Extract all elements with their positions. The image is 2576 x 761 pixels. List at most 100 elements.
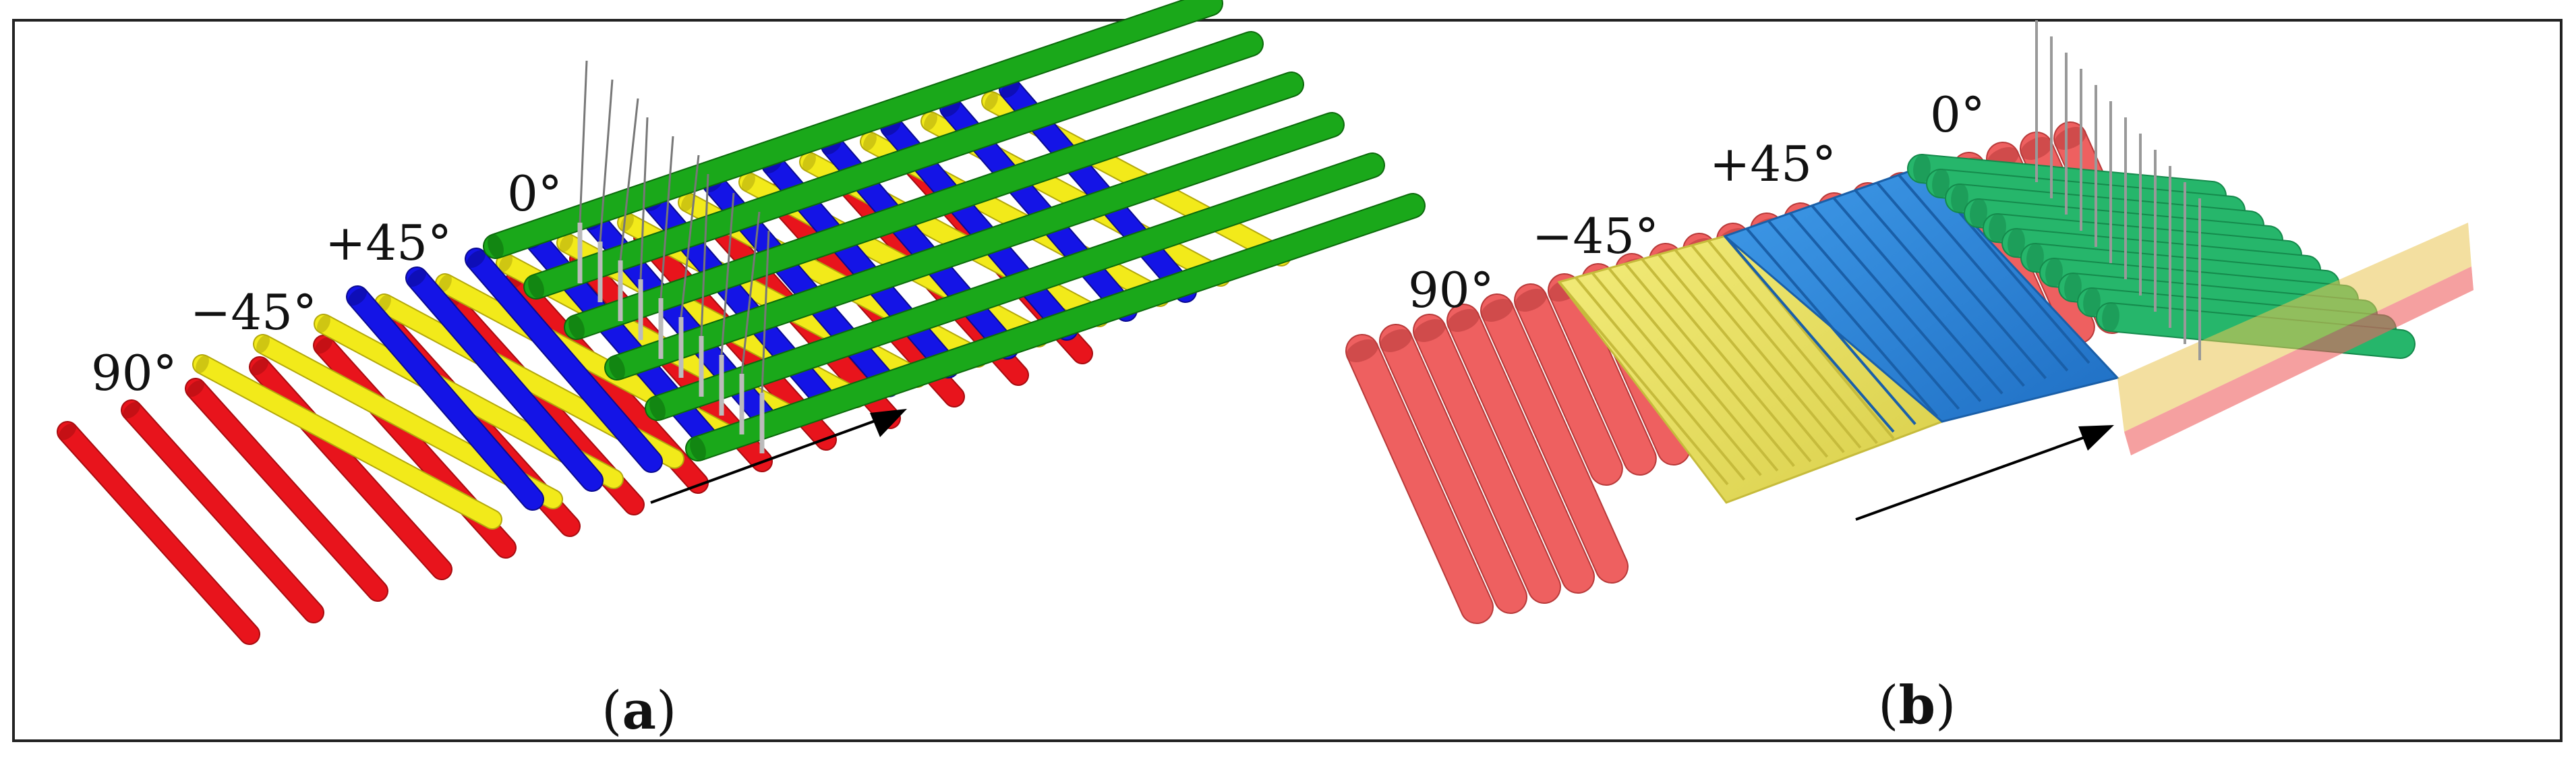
- panel-a-label-plus45: +45°: [325, 215, 452, 271]
- ply-minus45-fiber-11-end: [863, 132, 877, 151]
- ply-0-fiber-0-end: [1913, 154, 1931, 184]
- ply-90-fiber-1-end: [123, 401, 140, 419]
- plus45-stripe-3: [1789, 212, 1960, 410]
- ply-minus45-fiber-2-end: [317, 314, 330, 333]
- ply-0-fiber-1-end: [528, 274, 544, 300]
- panel-a-caption-letter: a: [622, 680, 656, 741]
- ply-90-fiber-4-body: [1482, 295, 1627, 582]
- minus45-stripe-2: [1591, 272, 1762, 476]
- ply-plus45-fiber-0-end: [348, 287, 367, 306]
- needle-1: [599, 79, 614, 242]
- ply-0-fiber-4: [645, 152, 1385, 421]
- ply-minus45-fiber-0-end: [196, 355, 209, 374]
- panel-b-ply-minus45: [1557, 235, 1944, 504]
- panel-a-open-lattice: [57, 0, 1426, 645]
- panel-b-arrowhead: [2078, 425, 2114, 451]
- ply-0-fiber-2: [564, 72, 1304, 340]
- ply-plus45-fiber-1: [405, 266, 604, 492]
- panel-a-label-0: 0°: [507, 165, 562, 222]
- ply-90-fiber-2-end: [1413, 319, 1446, 342]
- panel-b-caption-letter: b: [1898, 675, 1935, 736]
- panel-a-direction-arrow: [650, 411, 900, 504]
- ply-90-fiber-0-body: [1347, 335, 1492, 623]
- ply-90-fiber-1-body: [1380, 325, 1526, 613]
- minus45-stripe-4: [1624, 262, 1795, 468]
- needle-6: [700, 173, 709, 337]
- plus45-stripe-0: [1724, 235, 1895, 433]
- panel-a-label-90: 90°: [91, 345, 177, 401]
- ply-minus45-fiber-0-body: [194, 356, 501, 528]
- minus45-stripe-9: [1707, 239, 1878, 445]
- plus45-stripe-4: [1811, 204, 1982, 402]
- minus45-stripe-1: [1575, 276, 1746, 481]
- ply-0-fiber-7-end: [2045, 258, 2063, 287]
- ply-minus45-fiber-10-end: [802, 152, 816, 171]
- plus45-stripe-7: [1876, 181, 2047, 379]
- ply-minus45-fiber-8-end: [681, 193, 695, 212]
- ply-0-fiber-3: [604, 112, 1345, 380]
- plus45-stripe-5: [1832, 197, 2003, 395]
- ply-plus45-fiber-1-body: [407, 268, 602, 490]
- ply-0-fiber-6-end: [2026, 243, 2044, 273]
- ply-90-fiber-0: [57, 421, 260, 645]
- panel-b-label-minus45: −45°: [1532, 208, 1659, 264]
- ply-0-fiber-1-end: [1932, 169, 1950, 198]
- ply-0-fiber-0-end: [488, 233, 504, 259]
- ply-90-fiber-6-body: [1549, 275, 1656, 474]
- ply-0-fiber-3-end: [609, 355, 625, 380]
- panel-b-label-0: 0°: [1930, 86, 1985, 143]
- ply-90-fiber-4: [1480, 293, 1629, 584]
- ply-0-fiber-5: [685, 193, 1426, 461]
- ply-0-fiber-3-body: [606, 113, 1343, 379]
- ply-90-fiber-5-body: [1515, 285, 1622, 484]
- ply-minus45-fiber-13-end: [985, 92, 998, 111]
- minus45-stripe-8: [1691, 244, 1862, 449]
- ply-minus45-fiber-4-end: [438, 274, 452, 293]
- ply-0-fiber-2-end: [568, 314, 585, 340]
- ply-plus45-fiber-1-end: [407, 269, 426, 287]
- ply-0-fiber-5-end: [2008, 228, 2025, 258]
- svg-text:(a): (a): [602, 680, 676, 741]
- needle-4: [660, 136, 674, 299]
- minus45-stripe-0: [1558, 281, 1729, 486]
- panel-b-caption: (b): [1878, 675, 1956, 736]
- ply-90-fiber-4-end: [1481, 299, 1513, 322]
- plus45-stripe-8: [1898, 174, 2069, 372]
- ply-90-fiber-2-end: [187, 380, 204, 397]
- panel-a-caption: (a): [602, 680, 676, 741]
- ply-0-fiber-8-end: [2064, 273, 2082, 302]
- needle-2: [619, 98, 639, 261]
- ply-0-fiber-2-body: [565, 73, 1303, 339]
- panel-a-caption-close: ): [656, 681, 676, 741]
- ply-0-fiber-1-body: [525, 32, 1262, 298]
- ply-90-fiber-3: [1446, 304, 1595, 594]
- ply-90-fiber-4-end: [315, 337, 332, 354]
- minus45-stripe-3: [1608, 267, 1779, 472]
- ply-0-fiber-4-end: [1989, 213, 2006, 243]
- panel-b-stack-edge: [2117, 223, 2473, 455]
- ply-0-fiber-1: [523, 31, 1264, 300]
- minus45-stripe-5: [1641, 258, 1812, 463]
- ply-minus45-fiber-9-end: [742, 173, 755, 192]
- needle-7: [720, 192, 735, 356]
- ply-0-fiber-4-end: [649, 395, 666, 421]
- ply-0-fiber-5-body: [686, 194, 1424, 460]
- ply-0-fiber-0-body: [484, 0, 1222, 258]
- ply-0-fiber-10-end: [2102, 302, 2119, 332]
- plus45-stripe-2: [1767, 220, 1938, 418]
- plus45-stripe-1: [1745, 227, 1916, 425]
- panel-b-caption-close: ): [1935, 675, 1956, 736]
- ply-0-fiber-0: [483, 0, 1223, 259]
- ply-plus45-fiber-2: [465, 248, 663, 473]
- panel-b-stitch-needles: [2035, 20, 2201, 360]
- panel-b-consolidated-laminate: [1345, 20, 2473, 624]
- ply-0-fiber-3-end: [1970, 198, 1987, 228]
- ply-90-fiber-2: [1413, 314, 1561, 604]
- ply-90-fiber-0: [1345, 334, 1494, 624]
- ply-minus45-fiber-0: [192, 354, 502, 530]
- panel-a-ply-0: [483, 0, 1426, 461]
- ply-plus45-fiber-0-body: [347, 287, 543, 509]
- needle-9: [761, 230, 770, 393]
- ply-90-fiber-0-end: [59, 423, 76, 441]
